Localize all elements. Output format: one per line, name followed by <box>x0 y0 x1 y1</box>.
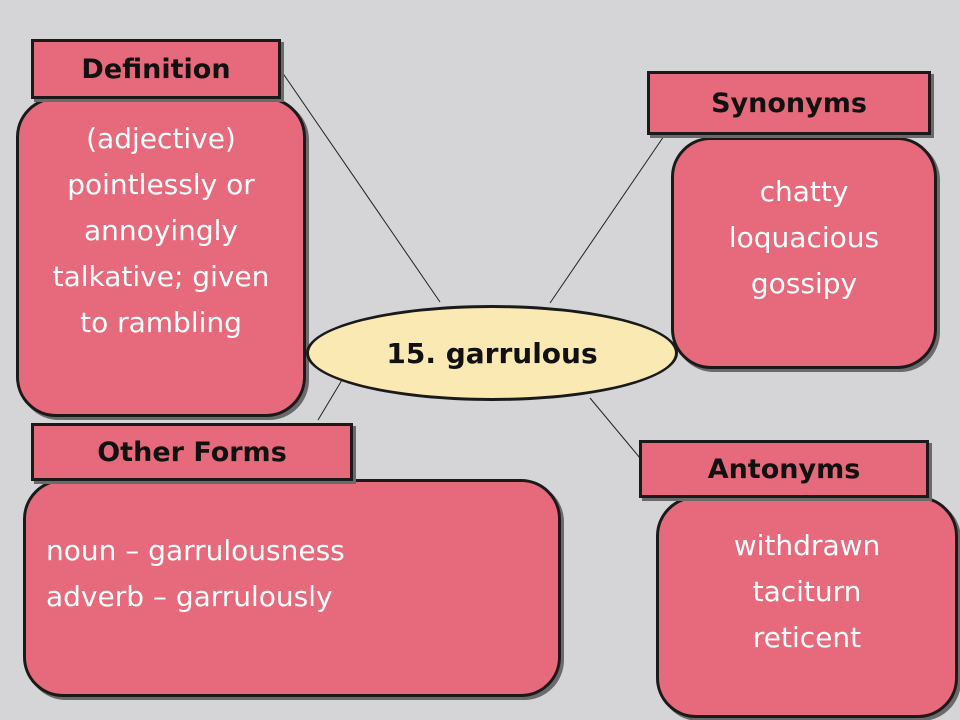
other-form-item: noun – garrulousness <box>46 534 345 567</box>
definition-line: to rambling <box>80 306 242 339</box>
connector-definition <box>281 71 441 303</box>
synonyms-box: chatty loquacious gossipy <box>671 137 937 369</box>
antonym-item: withdrawn <box>733 529 881 562</box>
definition-label: Definition <box>31 39 281 99</box>
antonym-item: reticent <box>752 621 862 654</box>
antonyms-box: withdrawn taciturn reticent <box>656 496 958 718</box>
other-form-item: adverb – garrulously <box>46 580 333 613</box>
synonym-item: loquacious <box>728 221 880 254</box>
definition-box: (adjective) pointlessly or annoyingly ta… <box>16 97 306 417</box>
connector-synonyms <box>549 135 665 304</box>
connector-other-forms <box>317 374 346 421</box>
antonyms-label: Antonyms <box>639 440 929 498</box>
central-word-ellipse: 15. garrulous <box>306 305 678 401</box>
definition-line: pointlessly or <box>67 168 255 201</box>
antonym-item: taciturn <box>752 575 862 608</box>
other-forms-box: noun – garrulousness adverb – garrulousl… <box>23 479 561 697</box>
connector-antonyms <box>589 397 641 459</box>
synonyms-label: Synonyms <box>647 71 931 135</box>
definition-line: annoyingly <box>84 214 238 247</box>
other-forms-label: Other Forms <box>31 423 353 481</box>
definition-line: talkative; given <box>52 260 270 293</box>
synonym-item: gossipy <box>750 267 858 300</box>
definition-line: (adjective) <box>86 122 236 155</box>
synonym-item: chatty <box>759 175 849 208</box>
